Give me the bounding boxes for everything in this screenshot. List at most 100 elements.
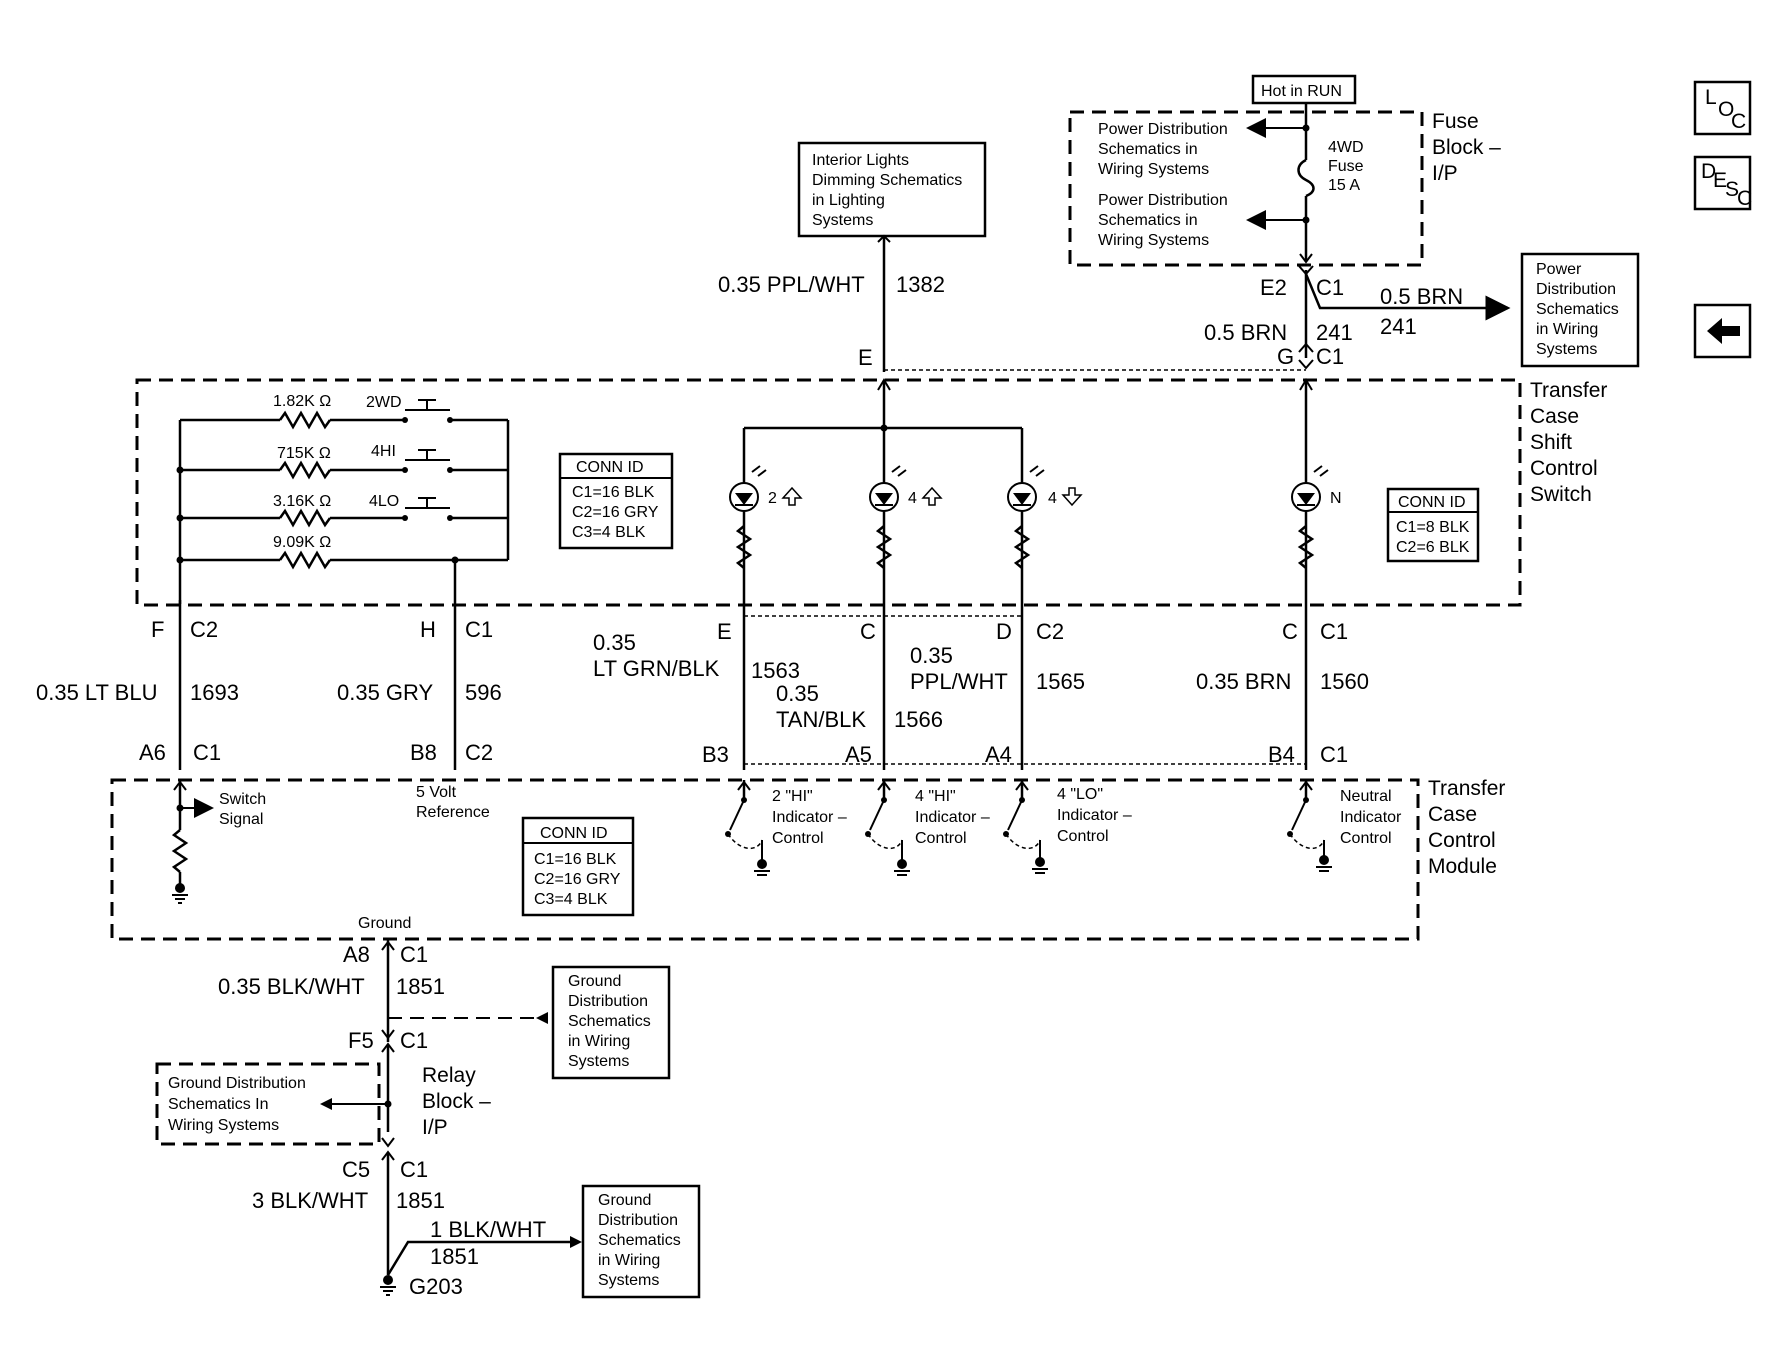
svg-text:4WD: 4WD xyxy=(1328,139,1364,156)
svg-text:in Lighting: in Lighting xyxy=(812,192,885,209)
svg-text:4 "LO": 4 "LO" xyxy=(1057,786,1103,803)
pin-b3: B3 xyxy=(702,742,729,767)
wire-596-circuit: 596 xyxy=(465,680,502,705)
svg-text:4: 4 xyxy=(1048,490,1057,507)
svg-text:Distribution: Distribution xyxy=(1536,281,1616,298)
svg-text:Schematics In: Schematics In xyxy=(168,1096,268,1113)
loc-letter-l: L xyxy=(1705,86,1717,109)
relay-block-title: Relay Block – I/P xyxy=(422,1064,491,1139)
fuse-block-boundary xyxy=(1068,110,1424,267)
svg-text:5 Volt: 5 Volt xyxy=(416,784,457,801)
pin-f5: F5 xyxy=(348,1028,374,1053)
wire-1565-circuit: 1565 xyxy=(1036,669,1085,694)
pin-b8: B8 xyxy=(410,740,437,765)
resistor-ladder xyxy=(176,399,510,604)
wire-1560-gauge: 0.35 BRN xyxy=(1196,669,1291,694)
conn-c1-e2: C1 xyxy=(1316,275,1344,300)
conn-c1-g: C1 xyxy=(1316,344,1344,369)
svg-text:4: 4 xyxy=(908,490,917,507)
svg-text:Schematics: Schematics xyxy=(598,1232,681,1249)
mid-wires xyxy=(178,600,1308,770)
desc-letter-s: S xyxy=(1725,178,1739,201)
pin-g: G xyxy=(1277,344,1294,369)
mode-2wd: 2WD xyxy=(366,394,402,411)
svg-text:in Wiring: in Wiring xyxy=(568,1033,630,1050)
conn-c2-f: C2 xyxy=(190,617,218,642)
svg-text:Ground Distribution: Ground Distribution xyxy=(168,1075,306,1092)
wire-1382-circuit: 1382 xyxy=(896,272,945,297)
led-neutral-icon: N xyxy=(1291,465,1342,569)
fuse-block-ref-1: Power Distribution Schematics in Wiring … xyxy=(1098,121,1228,178)
ind-neutral-switch xyxy=(1287,780,1332,872)
svg-text:2 "HI": 2 "HI" xyxy=(772,788,813,805)
resistor-715k: 715K Ω xyxy=(277,445,331,462)
wire-1851b-gauge: 3 BLK/WHT xyxy=(252,1188,368,1213)
back-arrow-icon xyxy=(1707,318,1740,344)
conn-c1-a8: C1 xyxy=(400,942,428,967)
svg-text:I/P: I/P xyxy=(1432,162,1458,185)
wire-1851c-circuit: 1851 xyxy=(430,1244,479,1269)
wire-1566-gauge-b: TAN/BLK xyxy=(776,707,866,732)
ground-dist-ref-2[interactable]: Ground Distribution Schematics in Wiring… xyxy=(581,1184,701,1299)
svg-text:Case: Case xyxy=(1530,405,1579,428)
switch-2wd xyxy=(402,399,453,423)
ground-dist-ref-1[interactable]: Ground Distribution Schematics in Wiring… xyxy=(551,965,671,1080)
g203-ground-icon xyxy=(380,1275,396,1296)
svg-text:C2=16 GRY: C2=16 GRY xyxy=(572,504,659,521)
svg-text:Control: Control xyxy=(1340,830,1392,847)
desc-letter-e: E xyxy=(1713,169,1727,192)
power-dist-ref-right[interactable]: Power Distribution Schematics in Wiring … xyxy=(1520,252,1640,368)
shift-switch-title: Transfer Case Shift Control Switch xyxy=(1530,379,1607,506)
svg-text:C1=8 BLK: C1=8 BLK xyxy=(1396,519,1470,536)
relay-block-ref: Ground Distribution Schematics In Wiring… xyxy=(168,1075,392,1134)
pin-e-mid: E xyxy=(717,619,732,644)
svg-text:Indicator –: Indicator – xyxy=(772,809,847,826)
svg-text:Power Distribution: Power Distribution xyxy=(1098,192,1228,209)
wire-1382-gauge: 0.35 PPL/WHT xyxy=(718,272,865,297)
svg-text:Dimming Schematics: Dimming Schematics xyxy=(812,172,962,189)
ind-2hi-label: 2 "HI" Indicator – Control xyxy=(772,788,847,847)
svg-text:CONN ID: CONN ID xyxy=(540,825,608,842)
ground-icon xyxy=(172,883,188,904)
svg-text:Indicator –: Indicator – xyxy=(1057,807,1132,824)
wire-1563-gauge-a: 0.35 xyxy=(593,630,636,655)
mode-4lo: 4LO xyxy=(369,493,399,510)
svg-text:Fuse: Fuse xyxy=(1328,158,1364,175)
pin-d: D xyxy=(996,619,1012,644)
svg-text:Control: Control xyxy=(1057,828,1109,845)
pin-e2: E2 xyxy=(1260,275,1287,300)
svg-text:Switch: Switch xyxy=(219,791,266,808)
fuse-label: 4WD Fuse 15 A xyxy=(1328,139,1364,194)
svg-text:Reference: Reference xyxy=(416,804,490,821)
ground-wire xyxy=(380,940,582,1296)
svg-text:Hot in RUN: Hot in RUN xyxy=(1261,83,1342,100)
control-module-title: Transfer Case Control Module xyxy=(1428,777,1505,878)
loc-letter-c: C xyxy=(1731,110,1746,133)
conn-c2-b8: C2 xyxy=(465,740,493,765)
interior-lights-ref[interactable]: Interior Lights Dimming Schematics in Li… xyxy=(797,141,987,238)
conn-c1-c5: C1 xyxy=(400,1157,428,1182)
svg-text:Transfer: Transfer xyxy=(1428,777,1505,800)
conn-c1-c: C1 xyxy=(1320,619,1348,644)
conn-c1-a6: C1 xyxy=(193,740,221,765)
svg-text:Case: Case xyxy=(1428,803,1477,826)
svg-text:2: 2 xyxy=(768,490,777,507)
conn-id-switch-2: CONN ID C1=8 BLK C2=6 BLK xyxy=(1386,487,1480,563)
svg-text:C1=16 BLK: C1=16 BLK xyxy=(572,484,655,501)
loc-button[interactable]: L O C xyxy=(1693,80,1752,136)
wire-1693-gauge: 0.35 LT BLU xyxy=(36,680,157,705)
ind-2hi-switch xyxy=(725,780,770,876)
svg-text:Indicator –: Indicator – xyxy=(915,809,990,826)
fuse-block-title: Fuse Block – I/P xyxy=(1432,110,1501,185)
back-button[interactable] xyxy=(1693,303,1752,359)
desc-button[interactable]: D E S C xyxy=(1693,155,1752,211)
switch-4lo xyxy=(402,497,453,521)
switch-signal-circuit xyxy=(171,780,214,904)
wire-241 xyxy=(884,265,1511,371)
svg-text:C1=16 BLK: C1=16 BLK xyxy=(534,851,617,868)
pin-a5: A5 xyxy=(845,742,872,767)
pin-c-mid: C xyxy=(860,619,876,644)
wire-596-gauge: 0.35 GRY xyxy=(337,680,434,705)
svg-text:Module: Module xyxy=(1428,855,1497,878)
